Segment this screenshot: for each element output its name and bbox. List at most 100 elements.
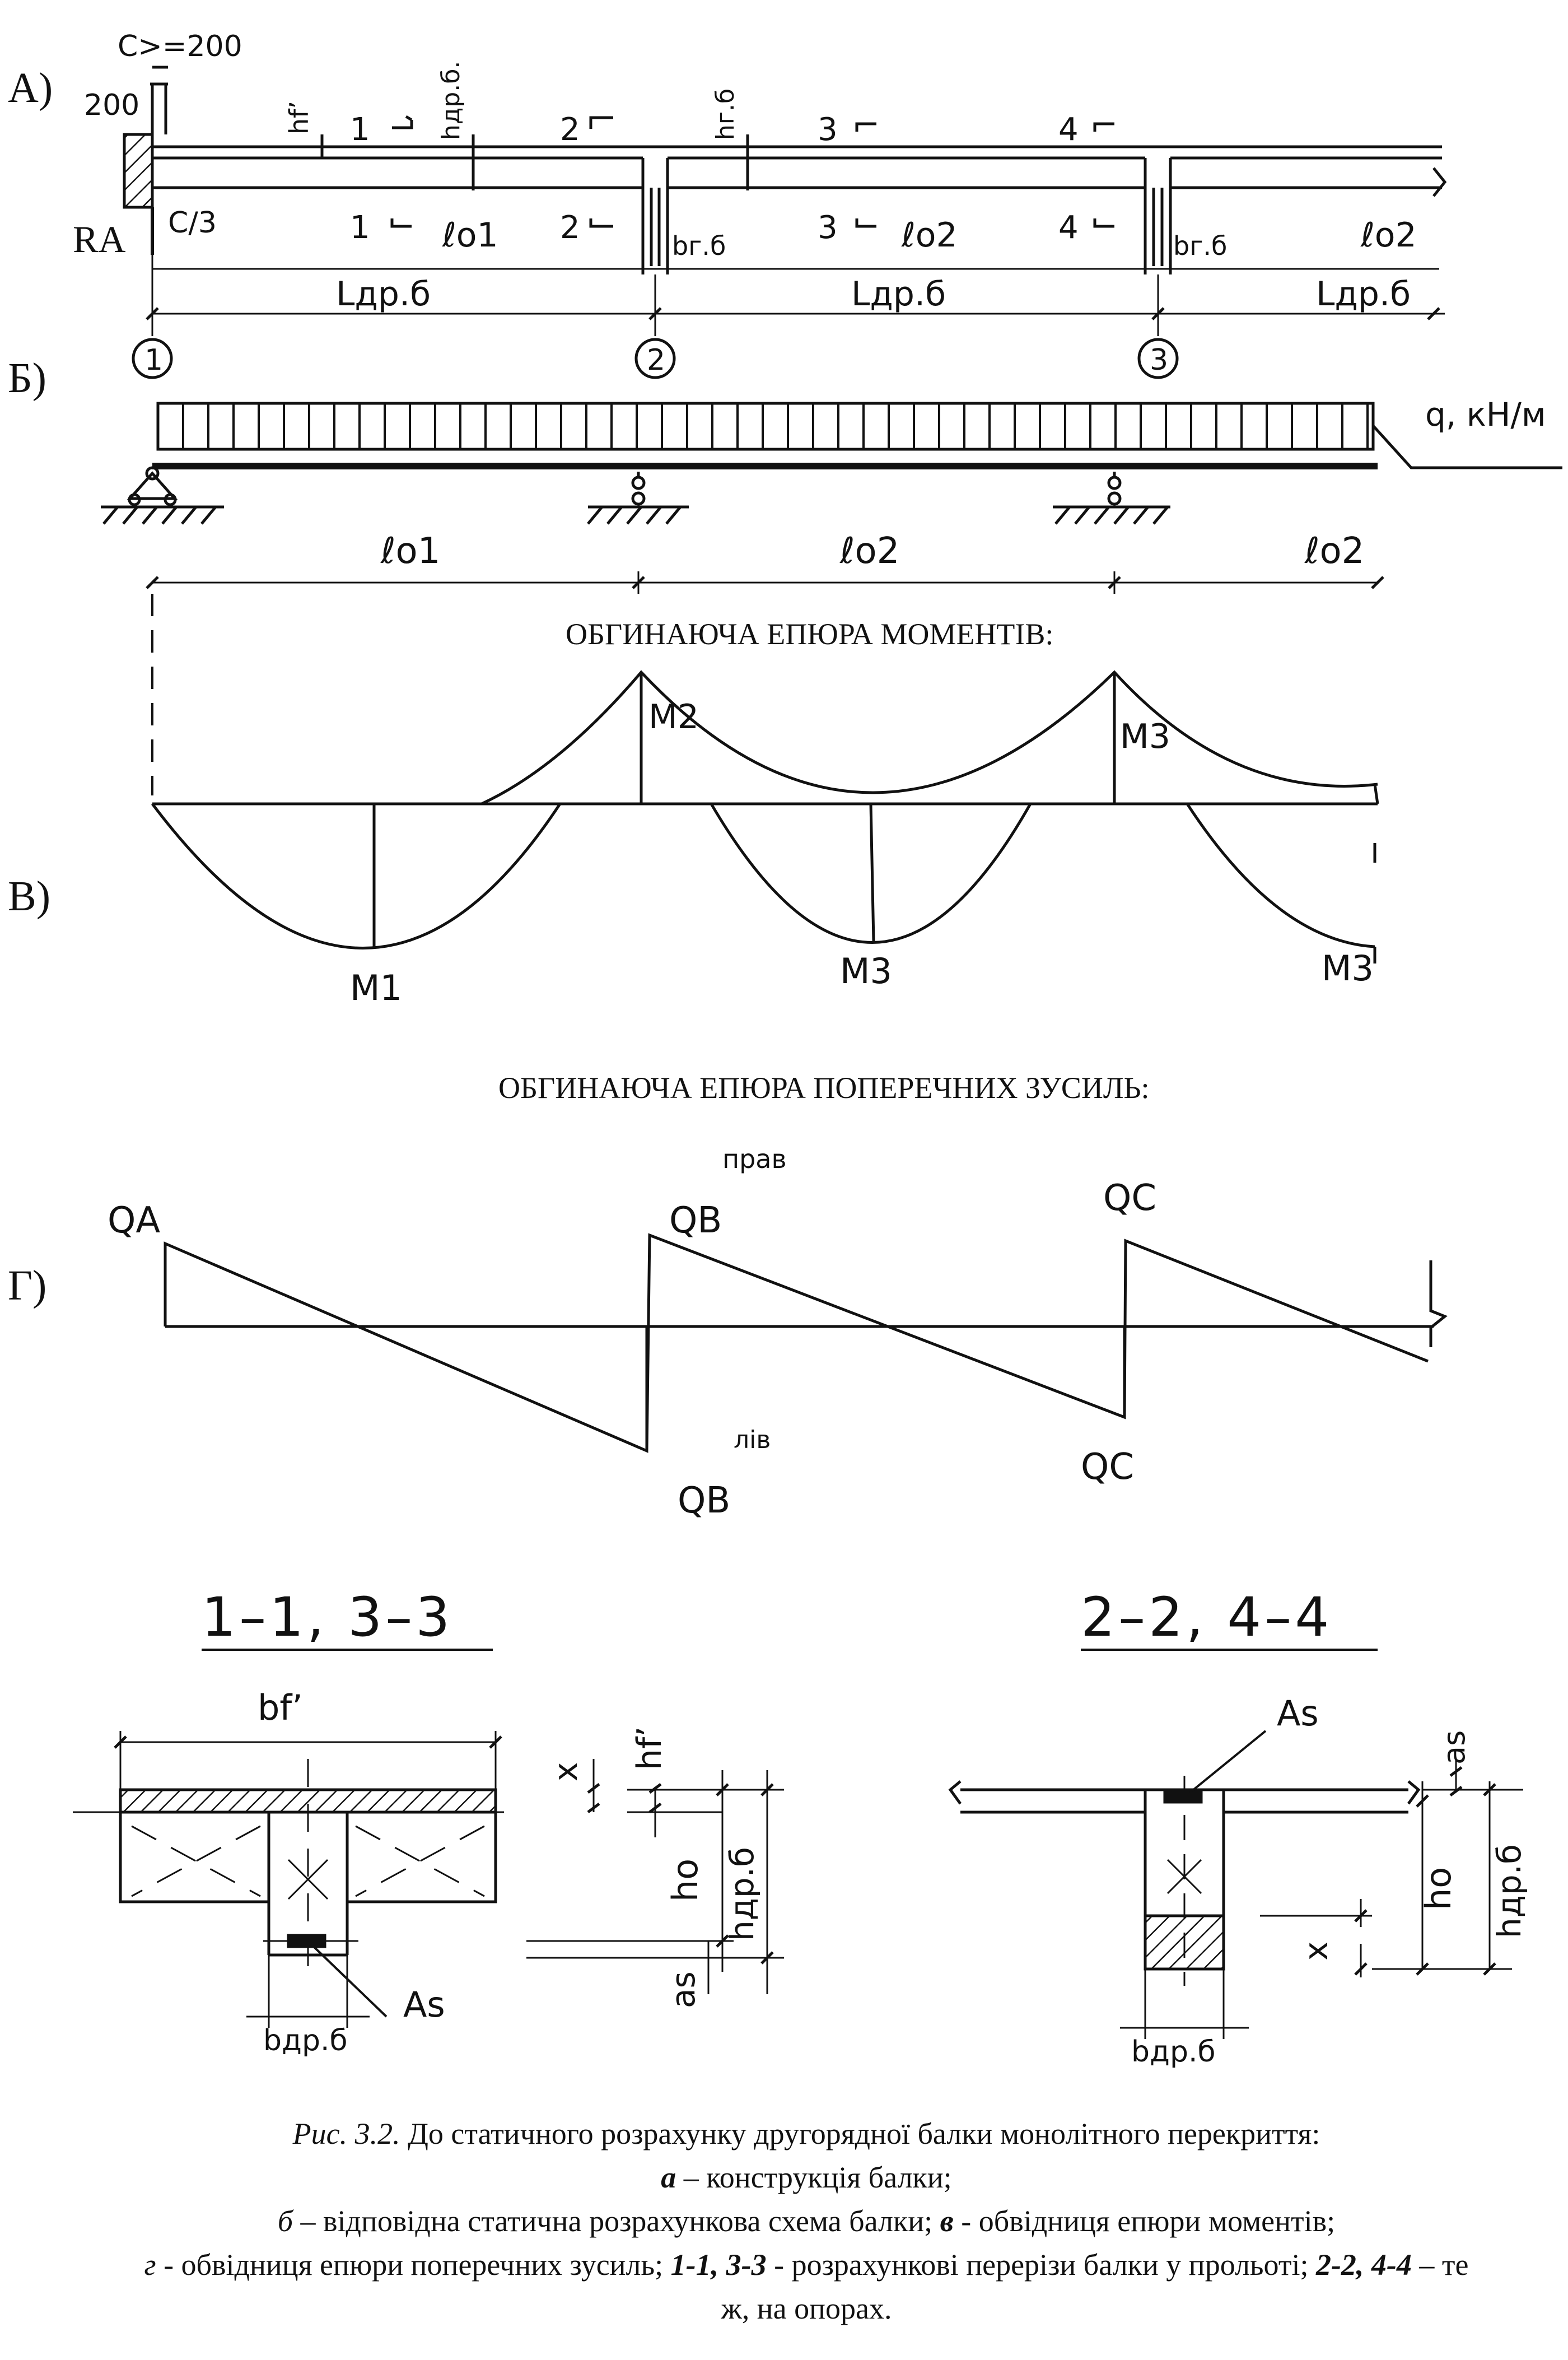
axis-bubble-2 [634, 338, 676, 379]
lo2-label-a: ℓo2 [901, 216, 958, 255]
panel-a-beam-construction: А) C>=200 200 RA C/3 [8, 30, 1447, 379]
scheme-lo1-label: ℓo1 [380, 530, 440, 572]
as-label-support: As [1277, 1693, 1319, 1734]
figure-caption: Рис. 3.2. До статичного розрахунку друго… [134, 2112, 1478, 2330]
t-section-outline [119, 1812, 497, 1903]
lo2-label-b: ℓo2 [1360, 216, 1417, 255]
cut-mark-2-top: 2 [560, 111, 580, 148]
bf-label: bf’ [258, 1687, 303, 1728]
caption-sec-sup: 2-2, 4-4 [1315, 2248, 1412, 2282]
cut-mark-4-bottom: 4 [1058, 210, 1079, 246]
axis-label-2: 2 [647, 343, 665, 377]
dim-200-label: 200 [84, 89, 139, 122]
ra-label: RA [73, 218, 125, 260]
main-beam-2 [641, 158, 669, 274]
h0-label-support: ho [1418, 1867, 1459, 1910]
shear-span-2 [645, 1233, 1126, 1451]
qb-left-label: QB [678, 1480, 730, 1521]
qb-right-sup: прав [722, 1144, 787, 1174]
caption-g-text: - обвідниця епюри поперечних зусиль; [156, 2248, 671, 2282]
lo1-label: ℓo1 [442, 216, 498, 255]
l-drb-label-3: Lдр.б [1316, 274, 1411, 314]
caption-v-text: - обвідниця епюри моментів; [953, 2204, 1336, 2238]
as-dim-label-support: as [1436, 1730, 1472, 1765]
scheme-lo2-label-a: ℓo2 [839, 530, 899, 572]
section-span: 1–1, 3–3 bf’ As [73, 1586, 784, 2058]
bdrb-label-span: bдр.б [263, 2024, 348, 2058]
caption-line-3: б – відповідна статична розрахункова схе… [134, 2199, 1478, 2243]
qb-left-sup: лів [734, 1426, 771, 1454]
pinned-support [101, 466, 224, 525]
bgb-label-2: bг.б [1173, 231, 1227, 261]
cut-mark-1-bottom: 1 [350, 210, 370, 246]
shear-span-3 [1123, 1239, 1429, 1418]
x-label-support: x [1297, 1942, 1335, 1961]
caption-line-1: Рис. 3.2. До статичного розрахунку друго… [134, 2112, 1478, 2156]
moment-title: ОБГИНАЮЧА ЕПЮРА МОМЕНТІВ: [566, 617, 1053, 651]
moment-span-3 [1186, 803, 1375, 948]
m1-label: M1 [350, 967, 402, 1008]
shear-title: ОБГИНАЮЧА ЕПЮРА ПОПЕРЕЧНИХ ЗУСИЛЬ: [498, 1071, 1150, 1105]
c3-label: C/3 [168, 206, 217, 240]
panel-c-moment-envelope: ОБГИНАЮЧА ЕПЮРА МОМЕНТІВ: В) M1 M2 M3 M3… [8, 594, 1379, 1008]
rebar-support [1163, 1789, 1203, 1804]
panel-d-shear-envelope: ОБГИНАЮЧА ЕПЮРА ПОПЕРЕЧНИХ ЗУСИЛЬ: Г) QA… [8, 1071, 1448, 1521]
main-beam-3 [1144, 158, 1172, 274]
qb-right-label: QB [669, 1200, 722, 1241]
load-ticks [182, 403, 1369, 449]
as-dim-label-span: as [664, 1971, 702, 2008]
axis-label-1: 1 [144, 343, 163, 377]
caption-b-text: – відповідна статична розрахункова схема… [293, 2204, 940, 2238]
panel-b-static-scheme: Б) q, к [8, 355, 1562, 594]
caption-fig-label: Рис. 3.2. [292, 2117, 400, 2150]
shear-span-1 [164, 1241, 648, 1453]
support-section-title: 2–2, 4–4 [1081, 1586, 1332, 1649]
hdrb-label-support: hдр.б [1490, 1844, 1528, 1938]
section-support: 2–2, 4–4 As bдр.б x [948, 1586, 1528, 2069]
as-label-span: As [403, 1984, 445, 2025]
hf-sec-label: hf’ [630, 1726, 669, 1770]
cut-mark-3-top: 3 [818, 111, 838, 148]
caption-sec-span-text: - розрахункові перерізи балки у прольоті… [766, 2248, 1316, 2282]
caption-g-key: г [144, 2248, 156, 2282]
caption-a-key: а [661, 2161, 676, 2194]
cut-mark-2-bottom: 2 [560, 210, 580, 246]
load-label: q, кН/м [1425, 395, 1546, 434]
caption-line-4: г - обвідниця епюри поперечних зусиль; 1… [134, 2243, 1478, 2330]
m3-end-label: M3 [1322, 948, 1374, 989]
axis-bubble-3 [1137, 338, 1179, 379]
cut-mark-1-top: 1 [350, 111, 370, 148]
cut-mark-3-bottom: 3 [818, 210, 838, 246]
qc-bottom-label: QC [1081, 1446, 1134, 1488]
m3-support-label: M3 [1120, 717, 1170, 756]
h-secondary-label: hдр.б. [437, 61, 465, 140]
m3-span-label: M3 [840, 951, 892, 992]
axis-label-3: 3 [1150, 343, 1168, 377]
bgb-label-1: bг.б [672, 231, 726, 261]
caption-sec-span: 1-1, 3-3 [670, 2248, 767, 2282]
qc-top-label: QC [1103, 1177, 1156, 1219]
caption-sec-sup-text: – те ж, на опорах. [721, 2248, 1469, 2325]
scheme-lo2-label-b: ℓo2 [1304, 530, 1364, 572]
panel-a-label: А) [8, 64, 53, 111]
c-min-label: C>=200 [118, 30, 242, 63]
caption-line1-text: До статичного розрахунку другорядної бал… [408, 2117, 1320, 2150]
l-drb-label-2: Lдр.б [851, 274, 946, 314]
panel-b-label: Б) [8, 355, 46, 402]
hf-label: hf’ [284, 101, 314, 134]
moment-support-2 [480, 670, 1378, 806]
roller-support-3 [1053, 472, 1170, 525]
hdrb-label-span: hдр.б [723, 1847, 761, 1941]
caption-a-text: – конструкція балки; [676, 2161, 952, 2194]
bdrb-label-support: bдр.б [1131, 2035, 1216, 2069]
wall [123, 133, 154, 209]
axis-bubble-1 [132, 338, 173, 379]
load-leader [1372, 425, 1562, 469]
caption-line-2: а – конструкція балки; [134, 2156, 1478, 2199]
qa-label: QA [108, 1200, 160, 1241]
x-label-span: x [547, 1762, 585, 1781]
caption-b-key: б [277, 2204, 293, 2238]
moment-span-1 [151, 803, 562, 949]
m2-label: M2 [648, 697, 699, 737]
